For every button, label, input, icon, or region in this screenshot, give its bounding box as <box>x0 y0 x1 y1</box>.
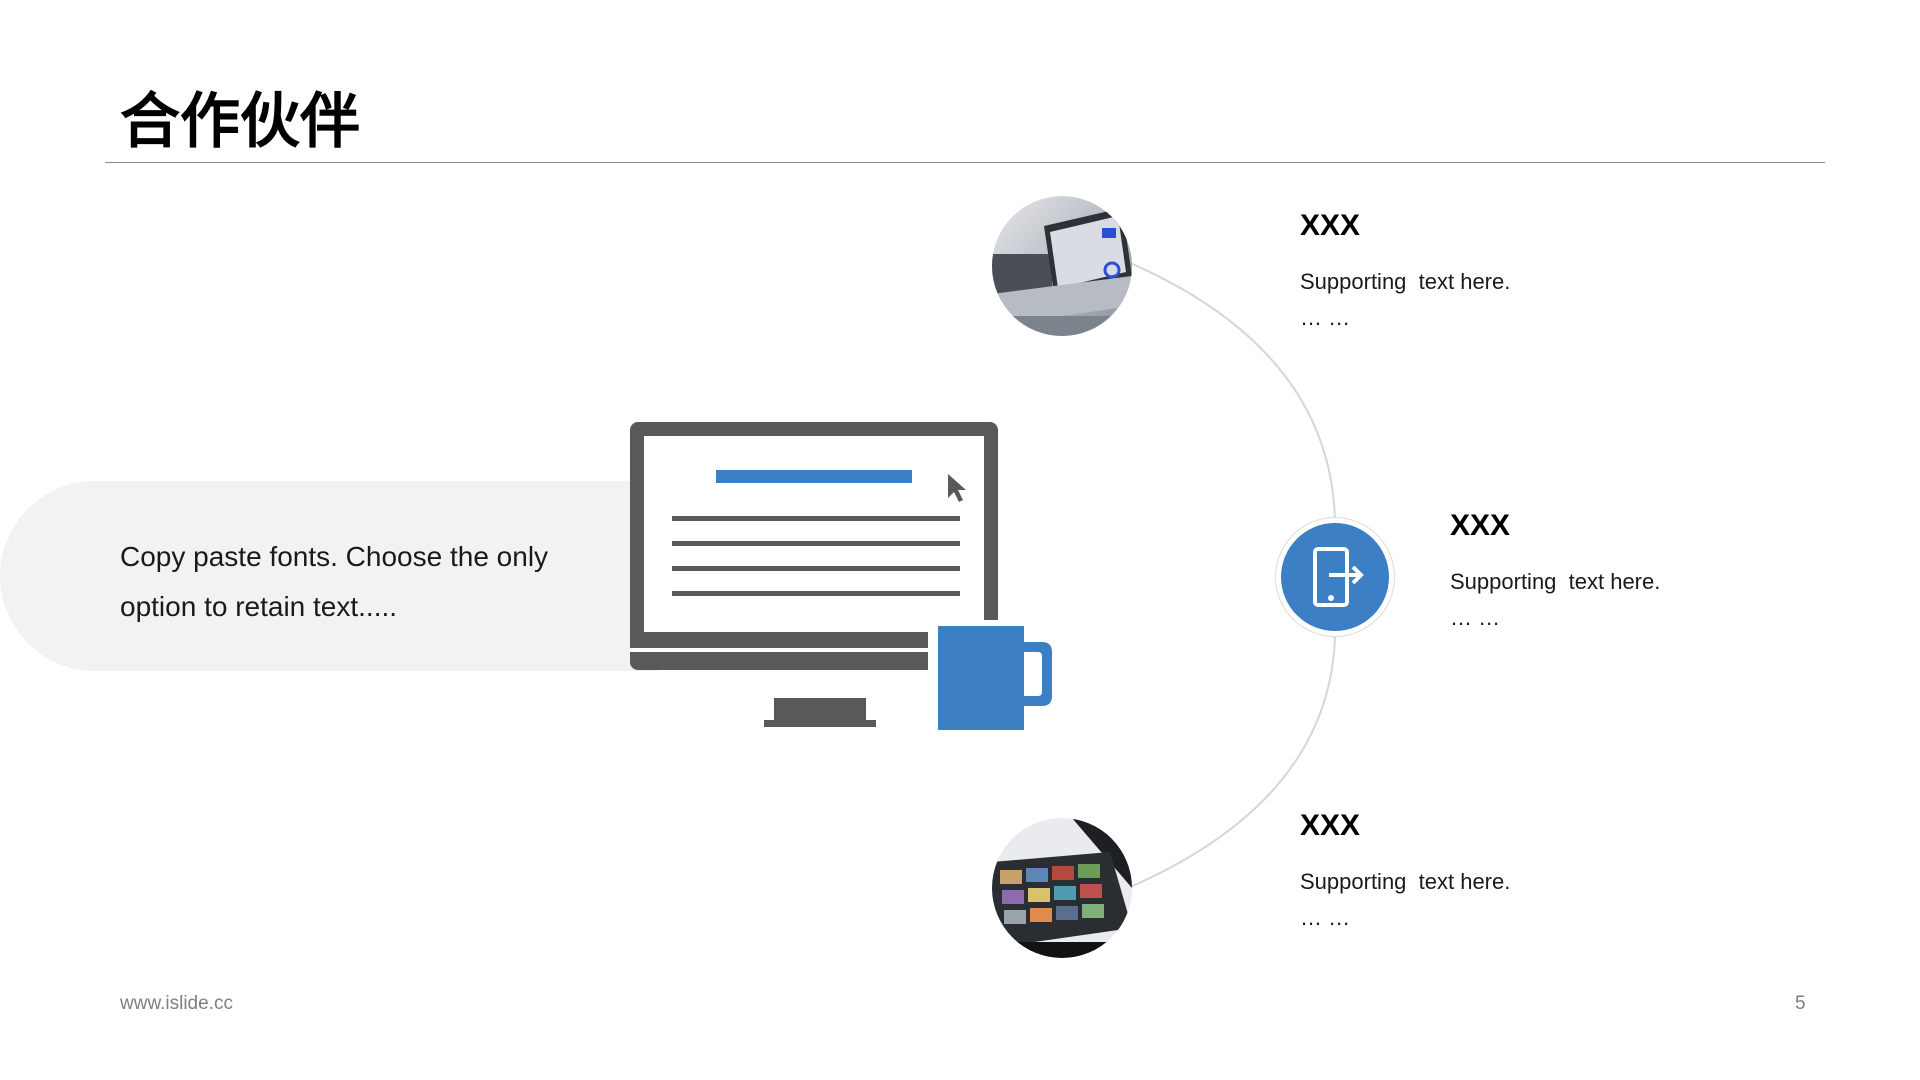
screen-text-line <box>672 591 960 596</box>
tablet-photo-icon <box>992 818 1132 958</box>
tablet-photo-node <box>992 818 1132 958</box>
monitor-screen <box>644 436 984 632</box>
screen-headline-bar <box>716 470 912 483</box>
title-divider <box>105 162 1825 163</box>
item-1-text: Supporting text here. <box>1300 269 1511 294</box>
laptop-photo-node <box>992 196 1132 336</box>
item-3-dots: … … <box>1300 905 1351 930</box>
item-3-text: Supporting text here. <box>1300 869 1511 894</box>
item-2-title: XXX <box>1450 509 1511 542</box>
footer-url: www.islide.cc <box>120 993 233 1014</box>
page-title: 合作伙伴 <box>120 87 360 157</box>
description-text: Copy paste fonts. Choose the only option… <box>120 541 549 622</box>
monitor-mug-illustration <box>630 422 1052 730</box>
screen-text-line <box>672 516 960 521</box>
page-number: 5 <box>1795 993 1806 1014</box>
monitor-stand <box>774 698 866 720</box>
mug-handle <box>1024 642 1052 706</box>
description-panel <box>0 481 660 671</box>
laptop-photo-icon <box>992 196 1132 336</box>
screen-text-line <box>672 541 960 546</box>
item-1-title: XXX <box>1300 209 1361 242</box>
mug-body <box>938 626 1024 730</box>
mobile-exit-node <box>1276 518 1394 636</box>
item-1-dots: … … <box>1300 305 1351 330</box>
cursor-icon <box>948 474 966 502</box>
monitor-base <box>764 720 876 727</box>
item-2-text: Supporting text here. <box>1450 569 1661 594</box>
mobile-exit-icon <box>1313 547 1364 607</box>
item-2-dots: … … <box>1450 605 1501 630</box>
screen-text-line <box>672 566 960 571</box>
item-3-title: XXX <box>1300 809 1361 842</box>
monitor-chin-gap <box>630 648 998 652</box>
